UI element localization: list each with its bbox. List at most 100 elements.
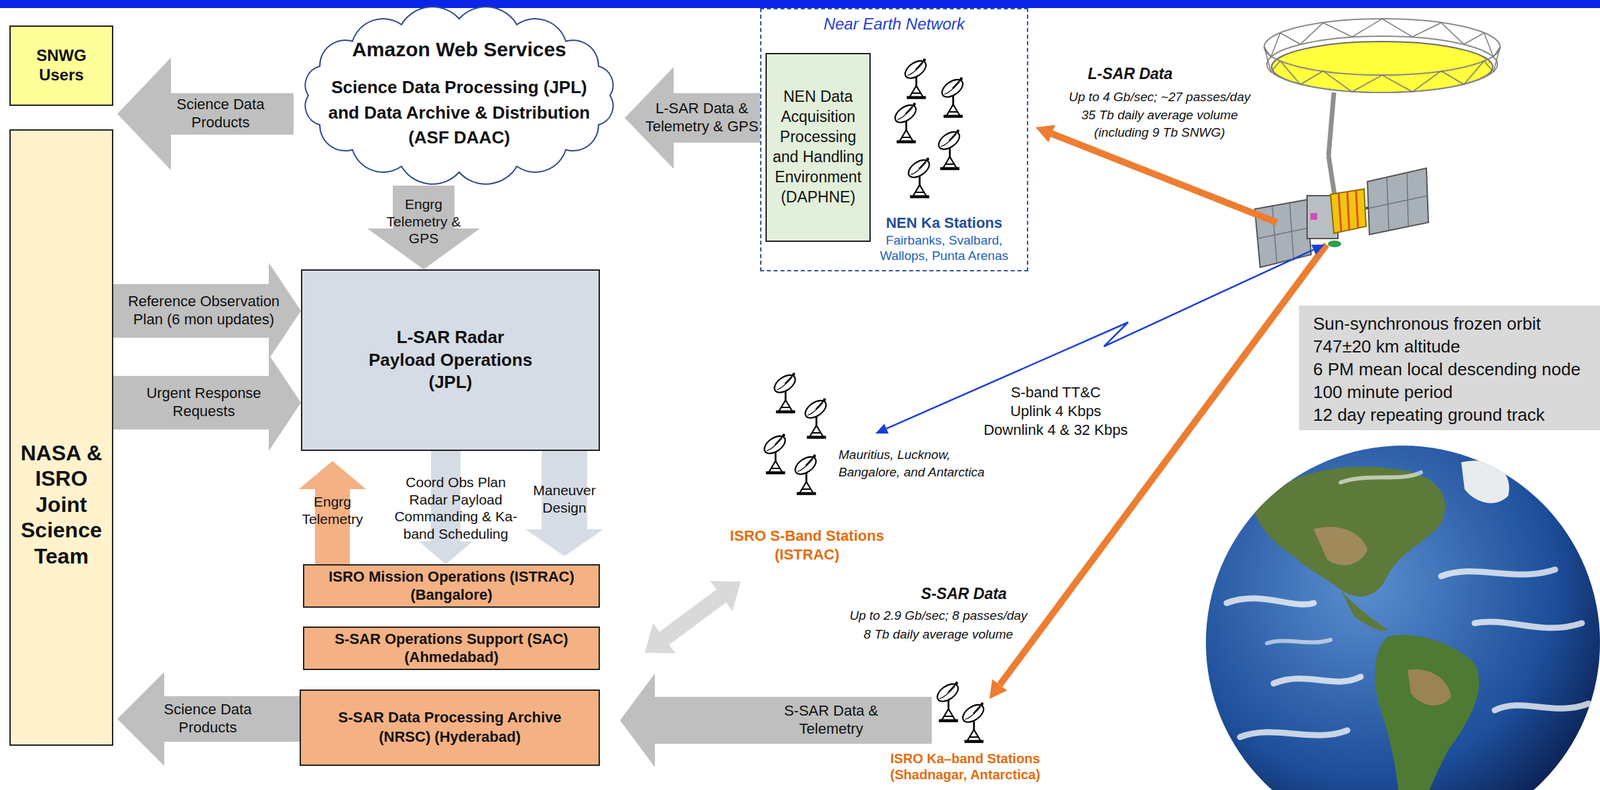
info-panel: Sun-synchronous frozen orbit747±20 km al… (1299, 305, 1600, 431)
satellite (1368, 172, 1428, 231)
earth-globe (1407, 669, 1452, 706)
user-box: SNWG Users (9, 25, 114, 106)
node-text: 100 minute period (1313, 380, 1453, 404)
node-text: Fairbanks, Svalbard, Wallops, Punta Aren… (865, 232, 1023, 265)
block-arrow (525, 451, 604, 557)
edge-label: Urgent Response Requests (115, 384, 292, 421)
edge-label: Engrg Telemetry & GPS (386, 195, 462, 248)
satellite (1254, 199, 1312, 268)
antenna-icon (771, 372, 799, 414)
earth-globe (1226, 460, 1589, 790)
node-text: NEN Ka Stations (886, 214, 1003, 232)
satellite (1310, 213, 1318, 220)
antenna-icon (934, 681, 962, 723)
antenna-icon (792, 453, 820, 496)
block-arrow (113, 262, 301, 360)
node-text: 747±20 km altitude (1313, 335, 1461, 358)
node-text: Science Data Processing (JPL) and Data A… (325, 75, 594, 151)
block-arrow (117, 57, 294, 171)
link-annotation: S-band TT&C (1010, 384, 1101, 402)
node-text: ISRO S-Band Stations (ISTRAC) (719, 526, 895, 564)
team-box: NASA & ISRO Joint Science Team (9, 129, 114, 747)
network-group: Near Earth NetworkNEN Data Acquisition P… (760, 8, 1029, 272)
top-bar (0, 0, 1600, 9)
edge-label: Coord Obs Plan Radar Payload Commanding … (388, 473, 523, 543)
earth-globe (1461, 460, 1510, 503)
node-text: S-SAR Operations Support (SAC) (Ahmedaba… (311, 630, 593, 667)
edge-label: Reference Observation Plan (6 mon update… (115, 292, 292, 330)
link-annotation: Uplink 4 Kbps (1010, 402, 1102, 421)
satellite (1338, 190, 1359, 232)
earth-globe (1226, 569, 1589, 738)
process-box: S-SAR Data Processing Archive (NRSC) (Hy… (299, 689, 600, 767)
s-band-link (1311, 244, 1325, 255)
ka-downlink-arrow (989, 125, 1327, 700)
satellite (1264, 18, 1501, 76)
cloud-outline (304, 6, 613, 184)
block-arrow (117, 672, 300, 767)
earth-globe (1253, 467, 1446, 598)
edge-label: Maneuver Design (526, 481, 604, 517)
edge-label: Engrg Telemetry (294, 493, 371, 528)
link-annotation: Up to 2.9 Gb/sec; 8 passes/day (849, 608, 1027, 625)
edge-label: Science Data Products (157, 701, 259, 738)
edge-label: Science Data Products (170, 95, 271, 133)
satellite (1328, 92, 1334, 156)
link-annotation: (including 9 Tb SNWG) (1093, 125, 1225, 141)
node-text: 12 day repeating ground track (1313, 403, 1545, 427)
link-annotation: Downlink 4 & 32 Kbps (983, 421, 1128, 440)
node-text: L-SAR Radar Payload Operations (JPL) (364, 326, 537, 395)
ka-downlink-arrow (1000, 244, 1328, 686)
node-text: Sun-synchronous frozen orbit (1313, 312, 1542, 336)
station-group: Mauritius, Lucknow, Bangalore, and Antar… (754, 377, 997, 512)
node-text: S-SAR Data Processing Archive (NRSC) (Hy… (335, 708, 564, 747)
satellite (1254, 18, 1501, 268)
station-group: NEN Ka StationsFairbanks, Svalbard, Wall… (862, 53, 1027, 267)
node-text: NASA & ISRO Joint Science Team (16, 440, 107, 570)
satellite (1330, 189, 1367, 234)
station-group: ISRO Ka–band Stations (Shadnagar, Antarc… (931, 678, 999, 751)
antenna-icon (959, 701, 987, 744)
link-annotation: Up to 4 Gb/sec; ~27 passes/day (1069, 89, 1251, 106)
s-band-link (875, 244, 1325, 434)
edge-label: L-SAR Data & Telemetry & GPS (641, 99, 763, 137)
earth-globe (1313, 526, 1368, 566)
earth-globe (1205, 445, 1600, 790)
antenna-icon (939, 76, 966, 118)
satellite (1328, 155, 1336, 200)
earth-globe (1266, 472, 1422, 644)
link-annotation: S-SAR Data (920, 585, 1007, 604)
block-arrow (367, 185, 480, 270)
link-annotation: 35 Tb daily average volume (1081, 107, 1238, 124)
link-annotation: 8 Tb daily average volume (864, 627, 1014, 643)
satellite (1264, 18, 1501, 92)
block-arrow (418, 451, 473, 565)
node-text: ISRO Ka–band Stations (Shadnagar, Antarc… (864, 750, 1066, 783)
edge-label: S-SAR Data & Telemetry (778, 702, 884, 739)
link-annotation: L-SAR Data (1087, 65, 1174, 84)
block-arrow (113, 354, 301, 452)
earth-globe (1374, 634, 1479, 790)
s-band-link (875, 423, 889, 434)
node-text: SNWG Users (24, 46, 99, 86)
s-band-link (886, 250, 1314, 429)
antenna-icon (802, 397, 830, 440)
process-box: NEN Data Acquisition Processing and Hand… (765, 52, 871, 242)
node-text: 6 PM mean local descending node (1313, 357, 1581, 381)
process-box: L-SAR Radar Payload Operations (JPL) (300, 269, 600, 452)
ka-downlink-arrow (1035, 125, 1056, 143)
node-text: Mauritius, Lucknow, Bangalore, and Antar… (838, 446, 995, 481)
node-text: NEN Data Acquisition Processing and Hand… (770, 87, 866, 208)
ka-downlink-arrow (989, 679, 1008, 700)
satellite (1327, 240, 1342, 248)
process-box: S-SAR Operations Support (SAC) (Ahmedaba… (302, 626, 600, 671)
node-text: ISRO Mission Operations (ISTRAC) (Bangal… (311, 568, 593, 604)
satellite (1367, 168, 1429, 235)
block-arrow (620, 673, 932, 768)
antenna-icon (892, 101, 919, 144)
ka-downlink-arrow (1051, 134, 1277, 224)
antenna-icon (935, 128, 963, 171)
node-text: Near Earth Network (823, 14, 966, 35)
process-box: ISRO Mission Operations (ISTRAC) (Bangal… (302, 564, 600, 608)
